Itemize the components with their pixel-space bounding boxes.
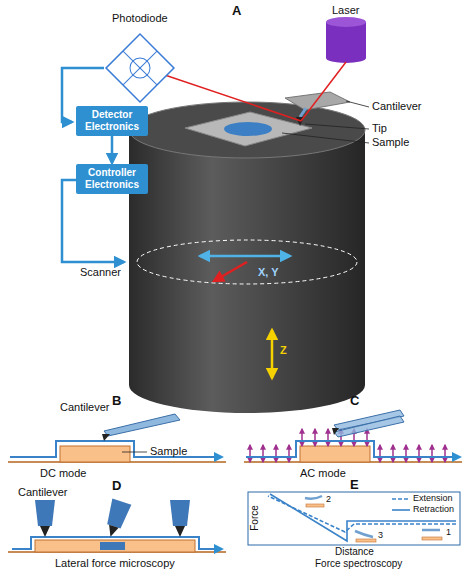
tip-trace (246, 441, 460, 457)
scanner-top (129, 102, 365, 158)
sample (60, 446, 130, 462)
box-text: Controller Electronics (80, 167, 144, 191)
laser (326, 53, 366, 63)
axis-label: Distance (335, 546, 374, 558)
legend-item: Retraction (413, 504, 454, 515)
part-label: Photodiode (112, 12, 168, 25)
box-text: Detector Electronics (80, 109, 144, 133)
oscillation-arrow (262, 445, 264, 462)
laser-beam (301, 62, 346, 121)
cantilever (101, 498, 131, 539)
oscillation-arrow (288, 445, 290, 462)
sample-stage (185, 112, 312, 146)
callout-number: 2 (326, 494, 331, 505)
part-label: Laser (332, 4, 360, 17)
cantilever-holder (285, 92, 350, 110)
axis-label: Z (280, 344, 287, 357)
sample (300, 446, 370, 462)
part-label: Scanner (80, 266, 121, 279)
panel-letter: C (350, 393, 359, 409)
oscillation-arrow (314, 429, 316, 446)
sample (306, 504, 324, 507)
oscillation-arrow (379, 445, 381, 462)
part-label: Cantilever (18, 486, 68, 499)
legend-sample (392, 498, 410, 500)
mode-label: Force spectroscopy (315, 558, 402, 570)
laser-beam (150, 70, 301, 121)
panel-letter: E (350, 477, 359, 493)
legend-sample (392, 509, 410, 511)
cantilever (334, 416, 404, 437)
cantilever (355, 531, 373, 537)
connector-arrow (111, 136, 114, 163)
oscillation-arrow (327, 429, 329, 446)
part-label: Sample (150, 445, 187, 458)
leader-line (122, 452, 147, 453)
xy-arrow (200, 255, 290, 258)
mode-label: Lateral force microscopy (55, 557, 175, 570)
legend-text: Retraction (413, 504, 454, 514)
axis-label: Force (249, 505, 261, 531)
cantilever (104, 414, 180, 436)
cantilever (305, 496, 322, 499)
cantilever (35, 500, 55, 537)
oscillation-arrow (366, 429, 368, 446)
sample (422, 537, 442, 540)
oscillation-arrow (405, 445, 407, 462)
tip (102, 434, 110, 441)
tip-trace (10, 441, 222, 457)
oscillation-arrow (431, 445, 433, 462)
oscillation-arrow (418, 445, 420, 462)
part-label: Tip (372, 122, 387, 135)
plot-frame (248, 492, 460, 545)
callout-number: 1 (446, 527, 451, 538)
oscillation-arrow (301, 429, 303, 446)
retraction-curve (270, 494, 456, 541)
process-box: Detector Electronics (76, 106, 148, 136)
sample (224, 122, 272, 136)
part-label: Cantilever (372, 100, 422, 113)
part-label: Sample (372, 136, 409, 149)
oscillation-arrow (392, 445, 394, 462)
panel-letter: A (232, 3, 241, 19)
tip (332, 428, 339, 435)
scan-plane (137, 240, 357, 284)
mode-label: DC mode (40, 467, 86, 480)
part-label: Cantilever (60, 401, 110, 414)
panel-letter: B (112, 393, 121, 409)
cantilever (170, 500, 190, 537)
sample (35, 540, 195, 552)
leader-line (305, 124, 369, 129)
legend-text: Extension (413, 493, 453, 503)
axis-label: X, Y (258, 266, 279, 279)
leader-line (346, 101, 369, 107)
panel-letter: D (112, 478, 121, 494)
tip-trace (12, 537, 222, 549)
leader-line (282, 133, 369, 143)
xy-arrow (214, 262, 247, 281)
photodiode (106, 34, 174, 102)
sample (356, 539, 376, 542)
process-box: Controller Electronics (76, 164, 148, 194)
oscillation-arrow (444, 445, 446, 462)
callout-number: 3 (378, 530, 383, 541)
oscillation-arrow (275, 445, 277, 462)
laser (326, 17, 366, 27)
cantilever (422, 529, 440, 532)
oscillation-arrow (249, 445, 251, 462)
surface-feature (100, 542, 125, 550)
mode-label: AC mode (300, 467, 346, 480)
laser (326, 22, 366, 58)
legend-item: Extension (413, 493, 453, 504)
z-arrow (271, 330, 274, 378)
scanner-body (129, 130, 365, 413)
